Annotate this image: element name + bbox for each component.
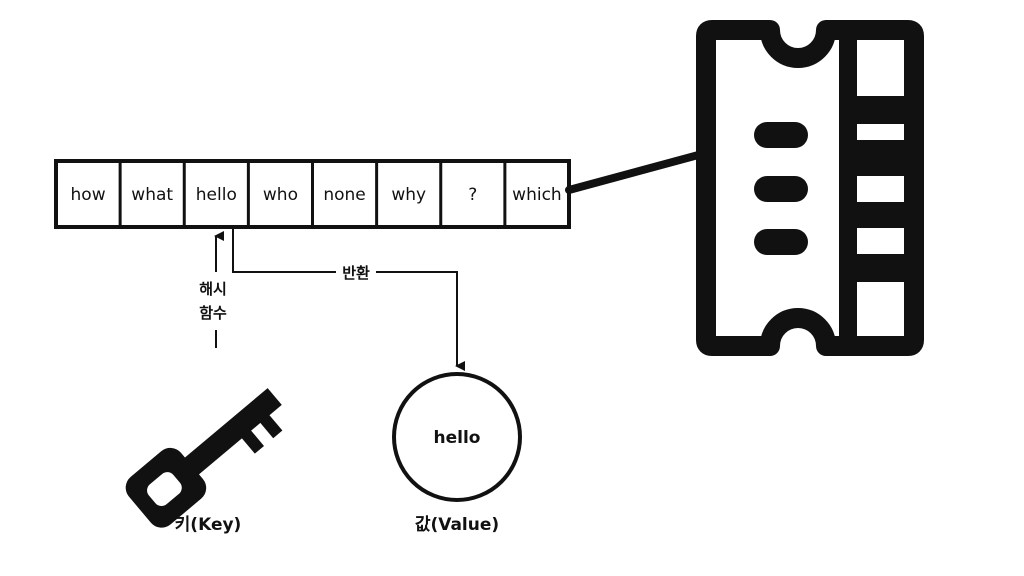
hash-table-cell: what xyxy=(118,161,173,227)
hash-table-cell: hello xyxy=(182,161,237,227)
hash-table-cell-label: why xyxy=(391,185,426,205)
hash-function-arrow: 해시 함수 xyxy=(199,231,227,348)
hash-table-cell-label: none xyxy=(323,185,365,205)
hash-table-cell: none xyxy=(311,161,366,227)
ram-chip-icon xyxy=(696,20,924,356)
hash-table-cell-label: what xyxy=(131,185,173,205)
value-text: hello xyxy=(434,428,481,448)
key-icon xyxy=(125,388,283,528)
hash-function-label-line2: 함수 xyxy=(199,304,227,322)
key-label: 키(Key) xyxy=(175,515,242,535)
return-label: 반환 xyxy=(342,264,370,282)
hash-table-cell: who xyxy=(246,161,298,227)
hash-table-cell: why xyxy=(375,161,426,227)
return-arrow: 반환 xyxy=(232,228,465,371)
hash-table-cell: ? xyxy=(439,161,477,227)
hash-table-cell-label: who xyxy=(263,185,298,205)
value-node: hello xyxy=(392,372,522,502)
hash-table-cell-label: hello xyxy=(196,185,237,205)
value-circle xyxy=(392,372,522,502)
hash-table-cell-label: ? xyxy=(468,185,477,205)
hash-function-label-line1: 해시 xyxy=(199,280,227,298)
hash-table-cell: how xyxy=(71,185,106,205)
hash-table-cell-label: how xyxy=(71,185,106,205)
hash-table-cell: which xyxy=(503,161,562,227)
value-label: 값(Value) xyxy=(415,515,499,535)
hash-table-cell-label: which xyxy=(512,185,562,205)
hash-table-array: how what hello who none why? which xyxy=(54,159,571,229)
